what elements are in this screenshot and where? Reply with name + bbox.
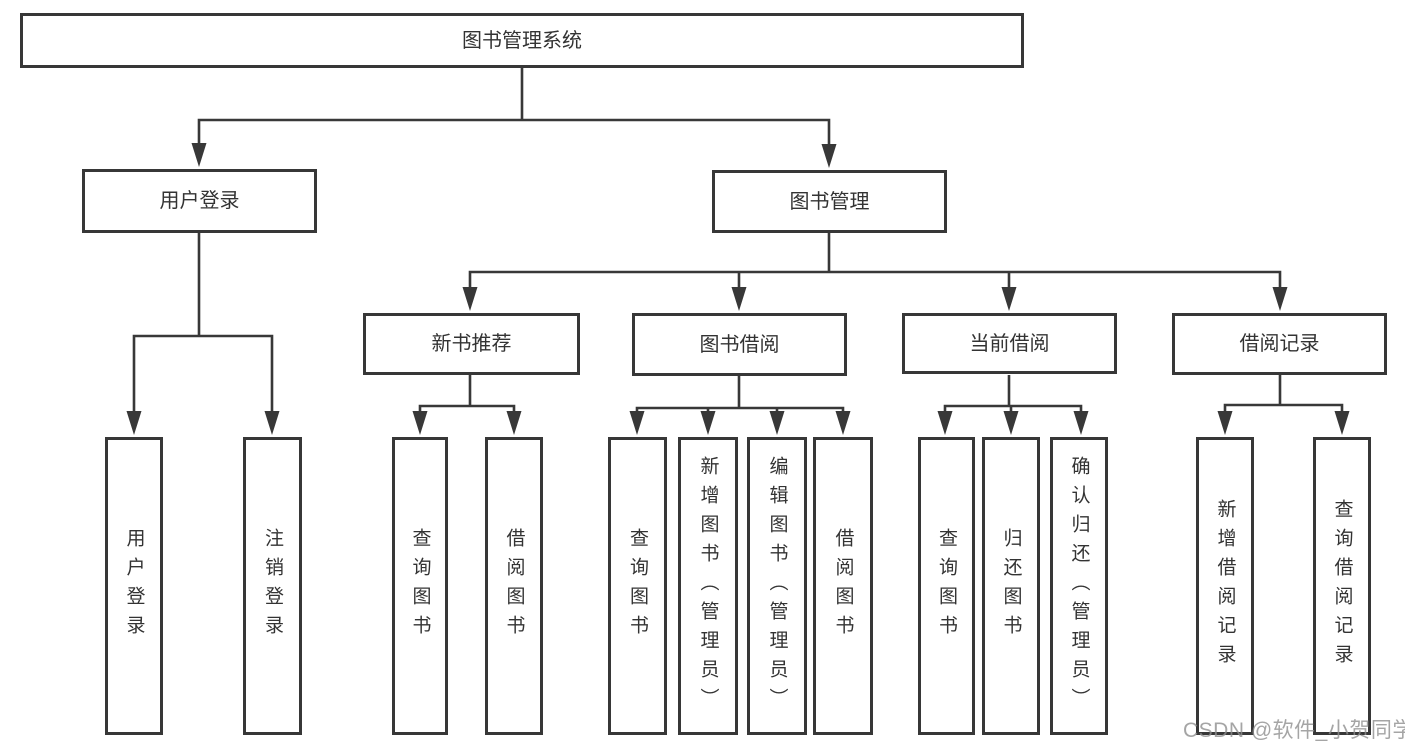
node-label: 归还图书: [1000, 528, 1022, 644]
node-label: 新增图书（管理员）: [697, 455, 719, 717]
node-add-borrow-record: 新增借阅记录: [1196, 437, 1254, 735]
node-label: 新书推荐: [431, 333, 512, 355]
node-label: 查询图书: [936, 528, 957, 644]
node-label: 图书管理系统: [462, 29, 582, 52]
node-book-management: 图书管理: [712, 170, 947, 233]
connector-book-borrowing: [635, 375, 845, 416]
node-logout: 注销登录: [243, 437, 302, 735]
connector-current-borrowing: [943, 375, 1083, 416]
node-confirm-return-admin: 确认归还（管理员）: [1050, 437, 1108, 735]
node-label: 查询图书: [409, 528, 431, 644]
node-label: 编辑图书（管理员）: [766, 455, 788, 717]
connector-borrowing-records: [1223, 375, 1344, 416]
node-current-borrowing: 当前借阅: [902, 313, 1117, 374]
node-book-borrowing: 图书借阅: [632, 313, 847, 376]
node-borrow-books-2: 借阅图书: [813, 437, 873, 735]
node-label: 借阅记录: [1239, 333, 1320, 355]
node-label: 借阅图书: [503, 528, 525, 644]
node-label: 用户登录: [123, 528, 145, 644]
node-label: 查询借阅记录: [1331, 499, 1353, 673]
connector-book-management: [468, 233, 1282, 293]
connector-new-book: [418, 375, 516, 416]
node-label: 注销登录: [262, 528, 283, 644]
node-borrowing-records: 借阅记录: [1172, 313, 1387, 375]
node-label: 用户登录: [159, 190, 240, 212]
node-label: 借阅图书: [832, 528, 854, 644]
node-user-login-leaf: 用户登录: [105, 437, 163, 735]
node-user-login: 用户登录: [82, 169, 317, 233]
node-search-borrow-record: 查询借阅记录: [1313, 437, 1371, 735]
node-edit-books-admin: 编辑图书（管理员）: [747, 437, 807, 735]
node-return-books: 归还图书: [982, 437, 1040, 735]
node-label: 图书借阅: [699, 333, 780, 356]
node-add-books-admin: 新增图书（管理员）: [678, 437, 738, 735]
node-label: 查询图书: [627, 528, 648, 644]
node-borrow-books: 借阅图书: [485, 437, 543, 735]
node-search-books-2: 查询图书: [608, 437, 667, 735]
node-new-book-recommendation: 新书推荐: [363, 313, 580, 375]
connector-root: [197, 68, 831, 150]
node-label: 当前借阅: [969, 332, 1050, 355]
node-library-management-system: 图书管理系统: [20, 13, 1024, 68]
node-search-books-3: 查询图书: [918, 437, 975, 735]
watermark: CSDN @软件_小贺同学: [1183, 719, 1405, 742]
node-label: 确认归还（管理员）: [1068, 455, 1090, 717]
node-label: 图书管理: [789, 190, 870, 213]
connector-user-login: [132, 233, 274, 416]
node-label: 新增借阅记录: [1214, 499, 1236, 673]
arrowheads: [126, 143, 1350, 435]
node-search-books: 查询图书: [392, 437, 448, 735]
